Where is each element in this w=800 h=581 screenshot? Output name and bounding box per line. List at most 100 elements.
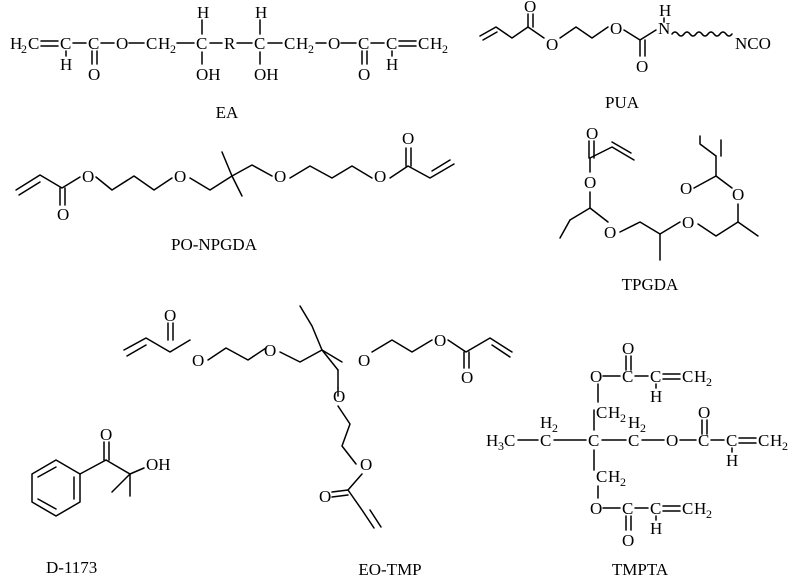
tmpta-atom-c-up-ester: C	[622, 367, 633, 386]
structure-tmpta: H 3 C C H 2 C C H 2 O C O C H C H 2 C H …	[486, 339, 788, 579]
eo-tmp-atom-o-dbl-b: O	[319, 487, 331, 506]
tmpta-atom-ch2-up-sub: 2	[706, 375, 712, 389]
tmpta-atom-o-down: O	[590, 499, 602, 518]
po-npgda-atom-o1: O	[82, 167, 94, 186]
tmpta-atom-h-down: H	[608, 467, 620, 486]
ea-atom-ch2-l-h: H	[158, 34, 170, 53]
ea-atom-o-l: O	[116, 34, 128, 53]
tmpta-atom-h-down-sub: 2	[620, 475, 626, 489]
tmpta-atom-c-right: C	[628, 431, 639, 450]
tmpta-atom-h-up: H	[608, 403, 620, 422]
structure-d1173: O OH D-1173	[31, 425, 171, 577]
tmpta-atom-h-right-vinyl: H	[726, 451, 738, 470]
caption-pua: PUA	[605, 93, 640, 112]
tmpta-atom-ch2-right: C	[758, 431, 769, 450]
tmpta-atom-o-up: O	[590, 367, 602, 386]
tmpta-atom-ch2-down-sub: 2	[706, 507, 712, 521]
tmpta-atom-h2-ethyl: H	[540, 413, 552, 432]
ea-atom-h2c-sub: 2	[21, 42, 27, 56]
tmpta-atom-h3c-c: C	[504, 431, 515, 450]
ea-atom-o-dbl-l: O	[88, 65, 100, 84]
eo-tmp-atom-o1: O	[192, 351, 204, 370]
pua-atom-o-top: O	[524, 0, 536, 16]
caption-d1173: D-1173	[46, 558, 97, 577]
po-npgda-atom-o2: O	[174, 167, 186, 186]
tmpta-atom-h3c: H	[486, 431, 498, 450]
tmpta-atom-o-dbl-up: O	[622, 339, 634, 358]
eo-tmp-atom-o3: O	[358, 351, 370, 370]
tmpta-atom-c-down-ester: C	[622, 499, 633, 518]
ea-atom-o-r: O	[328, 34, 340, 53]
tmpta-atom-c-ethyl: C	[540, 431, 551, 450]
ea-atom-h2c: H	[10, 34, 22, 53]
po-npgda-atom-o-dbl-r: O	[402, 129, 414, 148]
d1173-atom-o: O	[100, 425, 112, 444]
d1173-atom-oh: OH	[146, 455, 171, 474]
caption-eo-tmp: EO-TMP	[358, 560, 421, 579]
tmpta-atom-ch2-right-h: H	[770, 431, 782, 450]
caption-tpgda: TPGDA	[622, 275, 679, 294]
tmpta-atom-h2-ethyl-sub: 2	[552, 421, 558, 435]
ea-atom-c4: C	[358, 34, 369, 53]
ea-atom-c1: C	[28, 34, 39, 53]
tmpta-atom-ch2-up: C	[682, 367, 693, 386]
structure-tpgda: O O O O O O TPGDA	[559, 124, 759, 294]
ea-atom-r: R	[224, 34, 236, 53]
tmpta-atom-c-up: C	[596, 403, 607, 422]
tmpta-atom-o-dbl-down: O	[622, 531, 634, 550]
eo-tmp-atom-o4: O	[434, 331, 446, 350]
pua-atom-o-dbl: O	[636, 57, 648, 76]
ea-atom-c2: C	[60, 34, 71, 53]
ea-atom-o-dbl-r: O	[358, 65, 370, 84]
ea-atom-ch2-l: C	[146, 34, 157, 53]
structure-ea: H 2 C C H C O O C H 2 C H OH R C H OH C …	[10, 3, 448, 122]
tpgda-atom-o3: O	[682, 213, 694, 232]
ea-atom-ch2-end-h: H	[430, 34, 442, 53]
eo-tmp-atom-o6: O	[360, 455, 372, 474]
ea-atom-h-l: H	[60, 55, 72, 74]
tmpta-atom-h-down-vinyl: H	[650, 519, 662, 538]
po-npgda-atom-o-dbl-l: O	[57, 205, 69, 224]
pua-atom-n: N	[658, 19, 670, 38]
ea-atom-c3: C	[88, 34, 99, 53]
tmpta-atom-c-right-ester: C	[698, 431, 709, 450]
ea-atom-h-r: H	[386, 55, 398, 74]
po-npgda-atom-o3: O	[274, 167, 286, 186]
pua-atom-nco: NCO	[735, 34, 771, 53]
tpgda-atom-o4: O	[732, 185, 744, 204]
ea-atom-oh-l: OH	[196, 65, 221, 84]
eo-tmp-atom-o5: O	[333, 387, 345, 406]
tmpta-atom-h-up-vinyl: H	[650, 387, 662, 406]
tmpta-atom-c-center: C	[588, 431, 599, 450]
tmpta-atom-c-right-vinyl: C	[726, 431, 737, 450]
eo-tmp-atom-o-dbl-r: O	[461, 368, 473, 387]
tpgda-atom-o-dbl-l: O	[586, 124, 598, 143]
ea-atom-ch2-end-sub: 2	[442, 42, 448, 56]
ea-atom-oh-r: OH	[254, 65, 279, 84]
pua-atom-o1: O	[546, 35, 558, 54]
ea-atom-ch2-r: C	[284, 34, 295, 53]
tpgda-atom-o1: O	[584, 173, 596, 192]
tmpta-atom-ch2-right-sub: 2	[782, 439, 788, 453]
ea-atom-ch2-l-sub: 2	[170, 42, 176, 56]
ea-atom-h-top-r: H	[255, 3, 267, 22]
tmpta-atom-c-down: C	[596, 467, 607, 486]
tmpta-atom-c-down-vinyl: C	[650, 499, 661, 518]
ea-atom-ch2-end: C	[418, 34, 429, 53]
ea-atom-ch2-r-h: H	[296, 34, 308, 53]
tmpta-atom-o-right: O	[666, 431, 678, 450]
tmpta-atom-h3c-sub: 3	[498, 439, 504, 453]
ea-atom-ch2-r-sub: 2	[308, 42, 314, 56]
tmpta-atom-ch2-up-h: H	[694, 367, 706, 386]
ea-atom-c5: C	[386, 34, 397, 53]
tmpta-atom-c-up-vinyl: C	[650, 367, 661, 386]
tmpta-atom-h-right: H	[628, 413, 640, 432]
tmpta-atom-h-right-sub: 2	[640, 421, 646, 435]
structure-po-npgda: O O O O O O PO-NPGDA	[15, 129, 455, 254]
tmpta-atom-h-up-sub: 2	[620, 411, 626, 425]
eo-tmp-atom-o2: O	[264, 341, 276, 360]
caption-ea: EA	[216, 103, 239, 122]
tmpta-atom-ch2-down-h: H	[694, 499, 706, 518]
